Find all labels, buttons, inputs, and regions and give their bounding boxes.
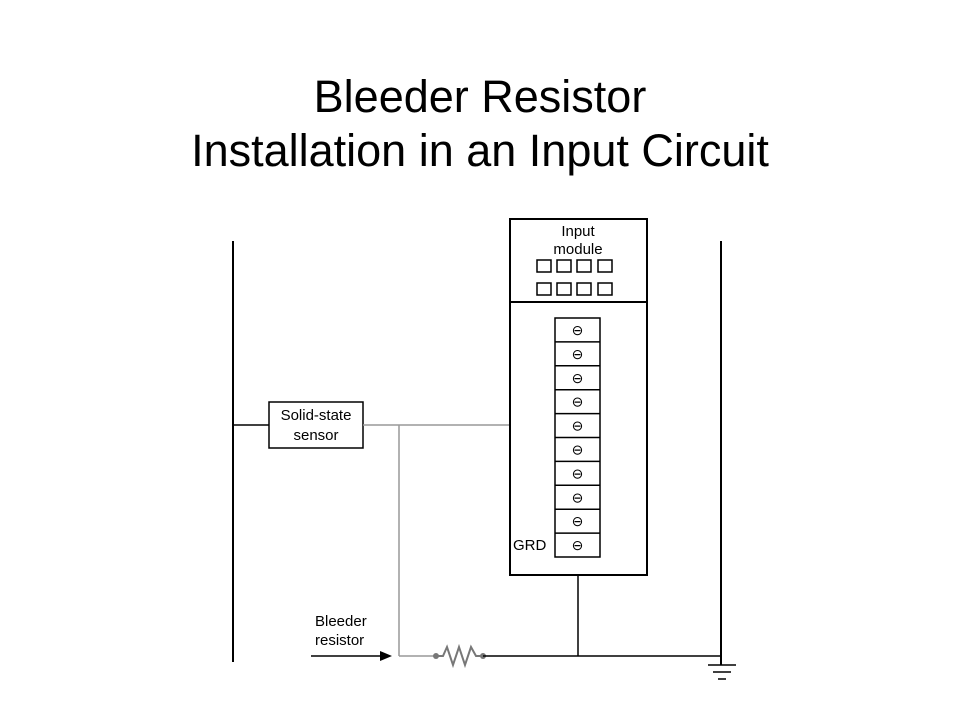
solid-state-sensor — [268, 401, 364, 449]
title-line-2: Installation in an Input Circuit — [191, 125, 769, 176]
terminal-screw: ⊖ — [572, 394, 584, 410]
terminal-screw: ⊖ — [572, 322, 584, 338]
terminal-screw: ⊖ — [572, 418, 584, 434]
terminal-strip: ⊖ ⊖ ⊖ ⊖ ⊖ ⊖ ⊖ ⊖ ⊖ ⊖ — [554, 317, 601, 558]
ground-symbol — [708, 664, 736, 680]
module-label-line-2: module — [553, 241, 602, 258]
module-label-line-1: Input — [561, 223, 595, 240]
title-line-1: Bleeder Resistor — [313, 71, 647, 122]
grd-terminal-screw: ⊖ — [572, 537, 584, 553]
terminal-screw: ⊖ — [572, 370, 584, 386]
terminal-screw: ⊖ — [572, 346, 584, 362]
terminal-screw: ⊖ — [572, 441, 584, 457]
terminal-screw: ⊖ — [572, 489, 584, 505]
resistor-label-line-2: resistor — [315, 632, 364, 649]
terminal-screw: ⊖ — [572, 465, 584, 481]
bleeder-resistor — [433, 643, 486, 669]
sensor-label-line-2: sensor — [293, 427, 338, 444]
sensor-label-line-1: Solid-state — [281, 407, 352, 424]
resistor-pointer-arrow — [311, 651, 392, 661]
status-indicators — [536, 259, 613, 296]
terminal-screw: ⊖ — [572, 513, 584, 529]
slide-title: Bleeder Resistor Installation in an Inpu… — [0, 70, 960, 178]
grd-label: GRD — [513, 537, 547, 554]
resistor-label-line-1: Bleeder — [315, 613, 367, 630]
